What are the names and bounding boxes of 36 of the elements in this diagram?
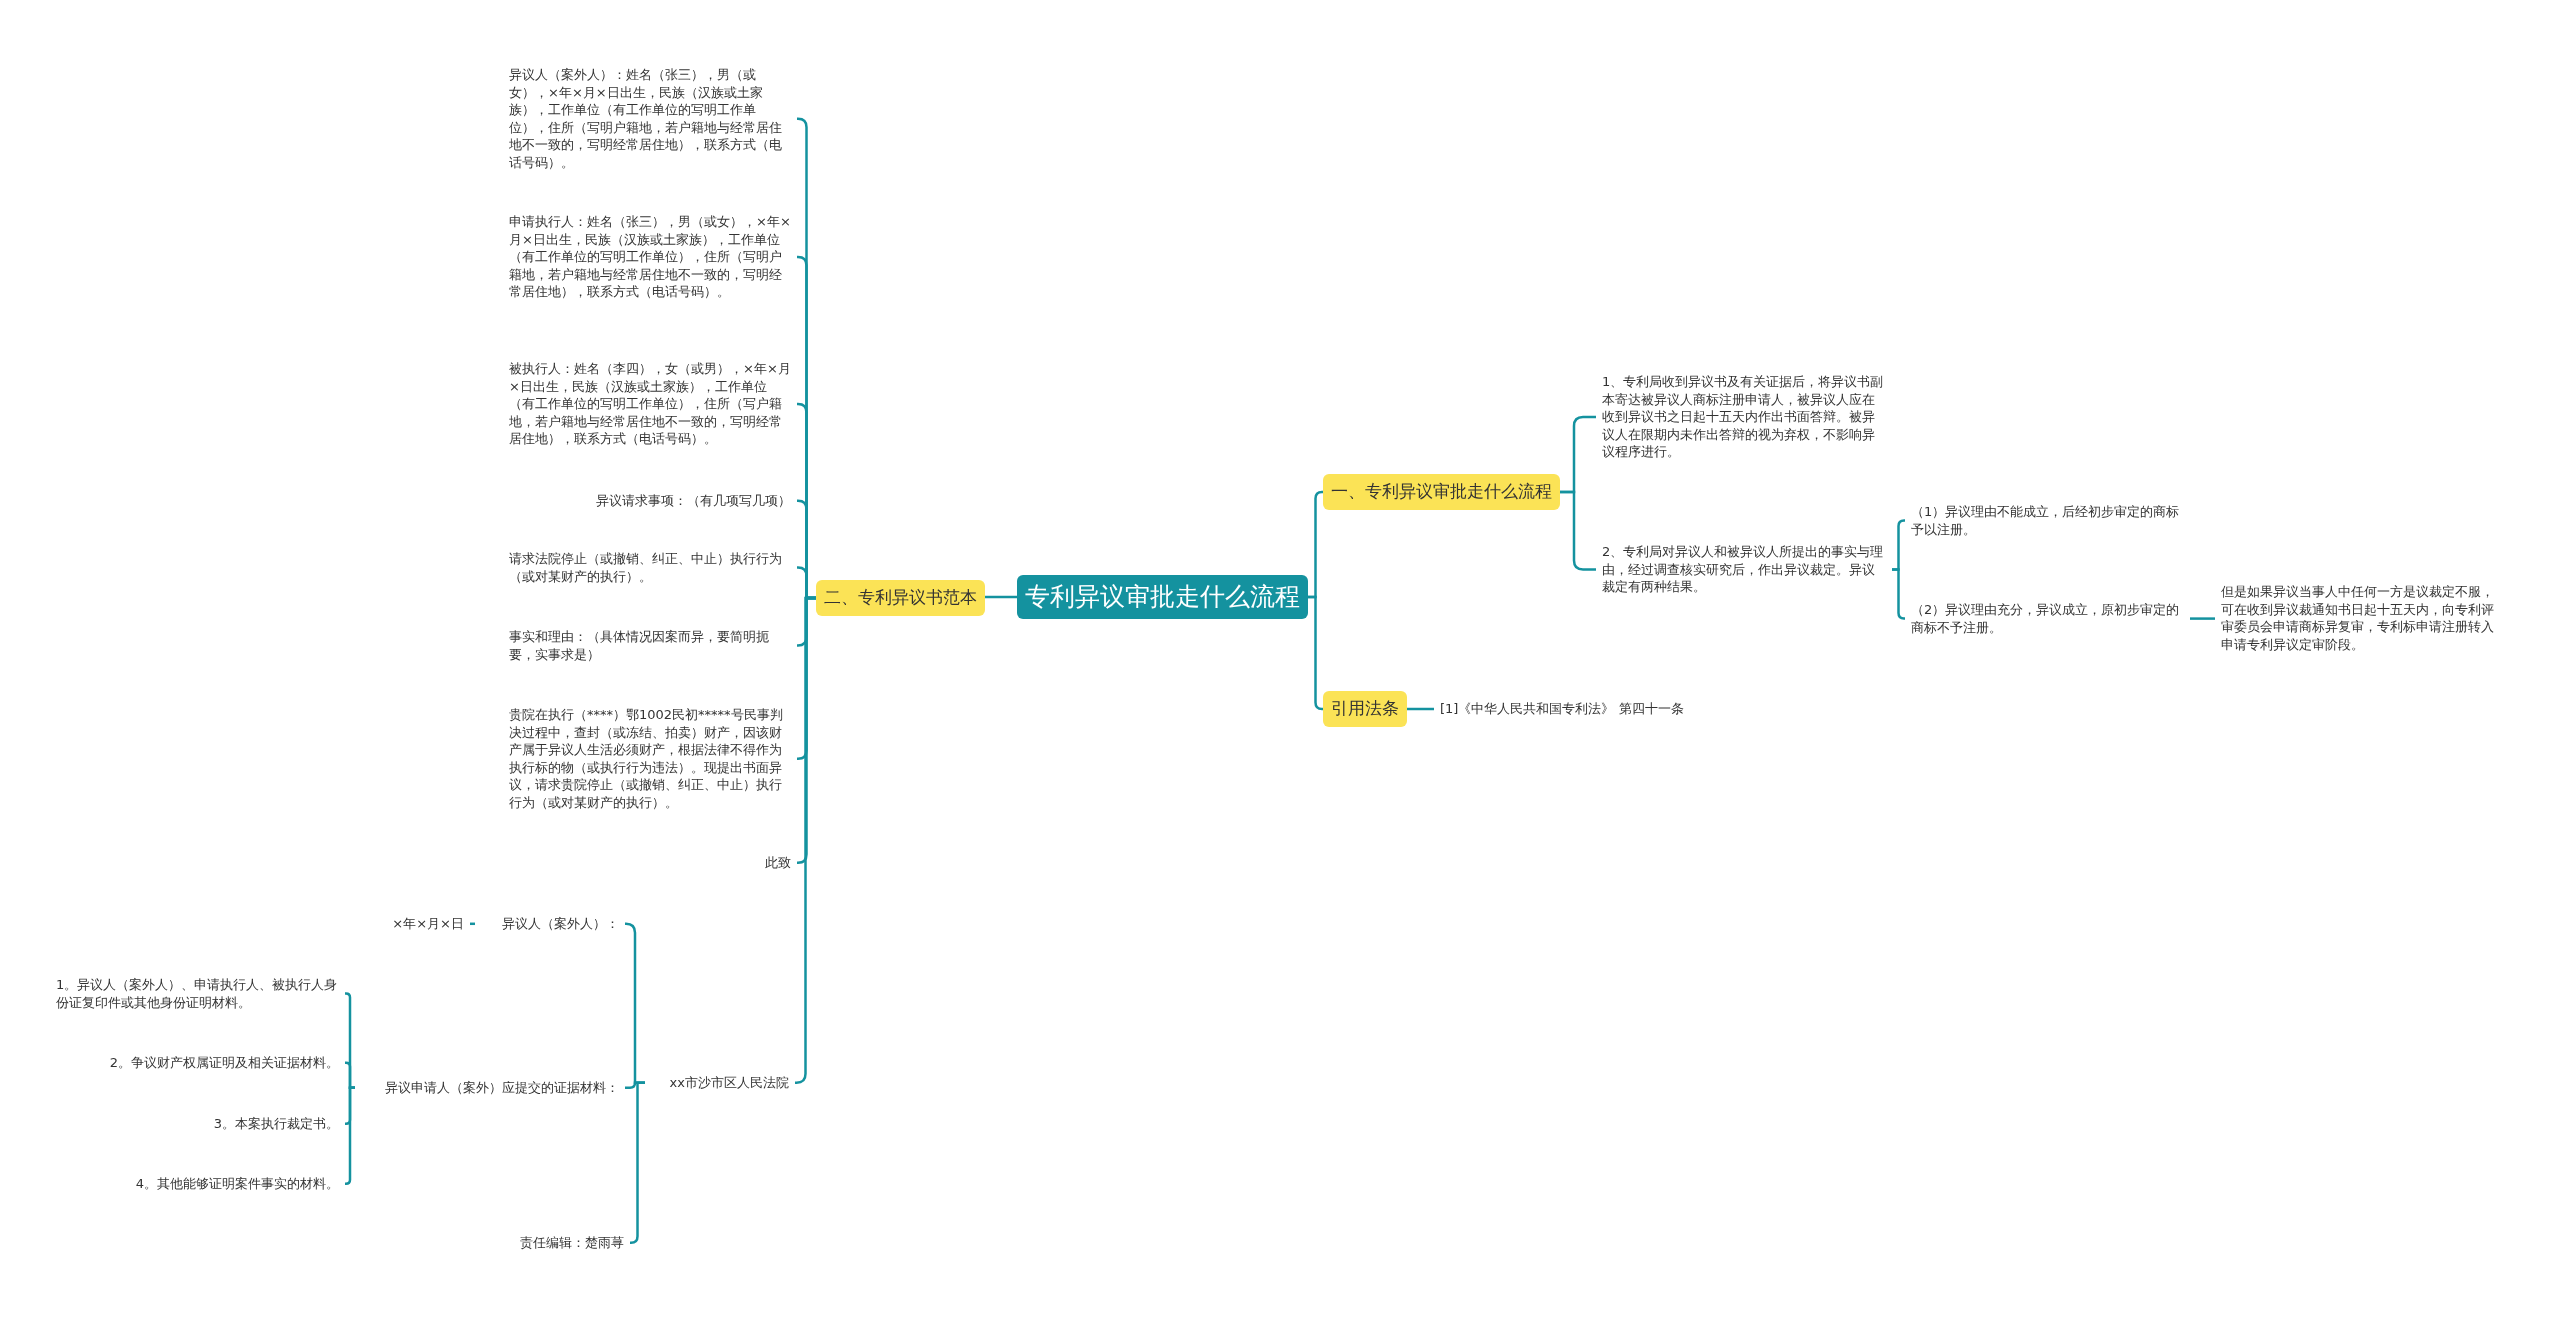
connector-line	[1407, 707, 1434, 711]
topic-text: 请求法院停止（或撤销、纠正、中止）执行行为（或对某财产的执行）。	[503, 547, 797, 589]
connector-line	[2190, 617, 2215, 620]
connector-line	[344, 1086, 355, 1186]
topic-text: 1。异议人（案外人）、申请执行人、被执行人身份证复印件或其他身份证明材料。	[50, 973, 345, 1015]
topic-box: 二、专利异议书范本	[816, 580, 985, 616]
connector-line	[985, 595, 1017, 599]
topic-text: 异议人（案外人）：姓名（张三），男（或女），×年×月×日出生，民族（汉族或土家族），工作单位（有工作单位的写明工作单位），住所（写明户籍地，若户籍地与经常居住地不一致的，写明经常居住地），联系方式（电话号码）。	[503, 63, 797, 175]
topic-box: 一、专利异议审批走什么流程	[1323, 474, 1560, 510]
topic-text: 事实和理由：（具体情况因案而异，要简明扼要，实事求是）	[503, 625, 797, 667]
central-topic-box: 专利异议审批走什么流程	[1017, 575, 1308, 619]
topic-text: 3。本案执行裁定书。	[190, 1112, 345, 1136]
topic-text: ×年×月×日	[375, 912, 470, 936]
topic-text: 1、专利局收到异议书及有关证据后，将异议书副本寄达被异议人商标注册申请人，被异议人应在收到异议书之日起十五天内作出书面答辩。被异议人在限期内未作出答辩的视为弃权，不影响异议程序进行。	[1596, 370, 1892, 464]
topic-text: 4。其他能够证明案件事实的材料。	[105, 1172, 345, 1196]
connector-line	[1892, 568, 1906, 620]
topic-text: [1]《中华人民共和国专利法》 第四十一条	[1434, 697, 1734, 721]
connector-line	[1308, 595, 1324, 711]
topic-text: 2。争议财产权属证明及相关证据材料。	[80, 1051, 345, 1075]
topic-box: 引用法条	[1323, 691, 1407, 727]
topic-text: 异议人（案外人）：	[475, 912, 625, 936]
topic-text: 此致	[503, 851, 797, 875]
topic-text: 被执行人：姓名（李四），女（或男），×年×月×日出生，民族（汉族或土家族），工作单位（有工作单位的写明工作单位），住所（写户籍地，若户籍地与经常居住地不一致的，写明经常居住地），联系方式（电话号码）。	[503, 357, 797, 451]
connector-line	[794, 596, 816, 1085]
topic-text: xx市沙市区人民法院	[645, 1071, 795, 1095]
connector-line	[470, 922, 475, 926]
topic-text: 但是如果异议当事人中任何一方是议裁定不服，可在收到异议裁通知书日起十五天内，向专利评审委员会申请商标异复审，专利标申请注册转入申请专利异议定审阶段。	[2215, 580, 2505, 657]
topic-text: 责任编辑：楚雨荨	[495, 1231, 630, 1255]
connector-line	[629, 1081, 645, 1245]
topic-text: 2、专利局对异议人和被异议人所提出的事实与理由，经过调查核实研究后，作出异议裁定。异议裁定有两种结果。	[1596, 540, 1892, 599]
topic-text: （2）异议理由充分，异议成立，原初步审定的商标不予注册。	[1905, 598, 2190, 640]
topic-text: 异议请求事项：（有几项写几项）	[503, 489, 797, 513]
topic-text: 异议申请人（案外）应提交的证据材料：	[355, 1076, 625, 1100]
topic-text: 贵院在执行（****）鄂1002民初*****号民事判决过程中，查封（或冻结、拍卖）财产，因该财产属于异议人生活必须财产，根据法律不得作为执行标的物（或执行行为违法）。现提出书面异议，请求贵院停止（或撤销、纠正、中止）执行行为（或对某财产的执行）。	[503, 703, 797, 815]
topic-text: 申请执行人：姓名（张三），男（或女），×年×月×日出生，民族（汉族或土家族），工作单位（有工作单位的写明工作单位），住所（写明户籍地，若户籍地与经常居住地不一致的，写明经常居住地），联系方式（电话号码）。	[503, 210, 797, 304]
topic-text: （1）异议理由不能成立，后经初步审定的商标予以注册。	[1905, 500, 2190, 542]
